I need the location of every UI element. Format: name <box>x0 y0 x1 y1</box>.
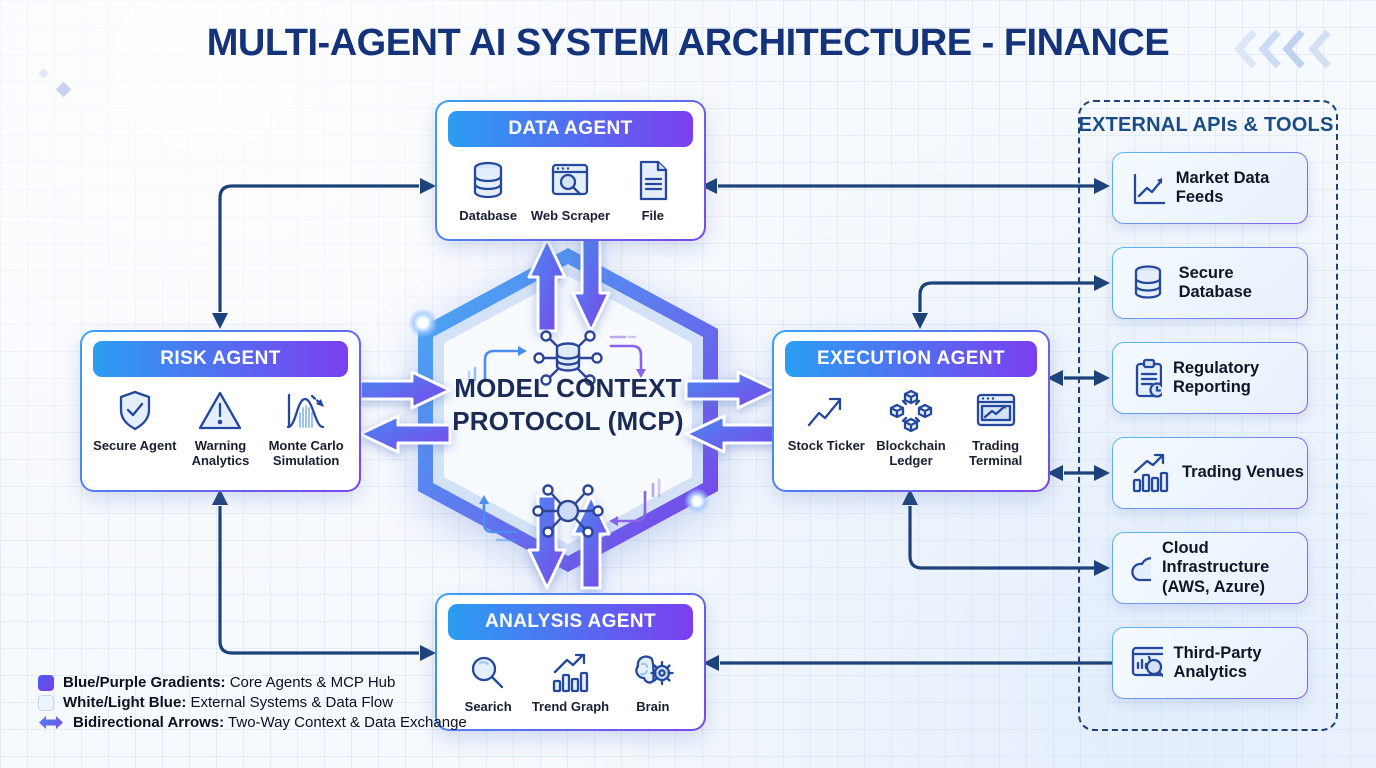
arrow-left-icon <box>684 414 778 454</box>
legend-text: Blue/Purple Gradients: Core Agents & MCP… <box>63 674 396 691</box>
analysis-agent-box: ANALYSIS AGENT Searich <box>435 593 706 731</box>
blockchain-icon <box>889 389 933 433</box>
legend-text: White/Light Blue: External Systems & Dat… <box>63 694 394 711</box>
risk-agent-item: Warning Analytics <box>178 387 263 469</box>
trading-terminal-icon <box>976 393 1015 427</box>
external-card-third-party-analytics: Third-Party Analytics <box>1112 627 1308 699</box>
risk-agent-item: Secure Agent <box>92 387 177 454</box>
data-agent-header: DATA AGENT <box>448 111 693 147</box>
data-agent-item: Web Scraper <box>530 157 612 224</box>
chevron-decoration-icon <box>1234 29 1331 69</box>
bell-curve-icon <box>286 393 325 429</box>
trading-venues-icon <box>1132 453 1169 493</box>
arrow-right-icon <box>358 370 452 410</box>
mcp-hexagon <box>418 248 718 572</box>
database-icon <box>474 161 503 199</box>
warning-triangle-icon <box>199 391 242 430</box>
execution-agent-header: EXECUTION AGENT <box>785 341 1037 377</box>
analysis-agent-item: Trend Graph <box>530 650 612 715</box>
analysis-agent-item: Brain <box>612 650 694 715</box>
analysis-agent-header: ANALYSIS AGENT <box>448 604 693 640</box>
risk-agent-box: RISK AGENT Secure Agent Warning Analytic… <box>80 330 361 492</box>
white-light-blue-swatch <box>38 694 54 711</box>
arrow-left-icon <box>358 414 452 454</box>
execution-agent-item: Trading Terminal <box>954 387 1038 469</box>
mcp-hub-title: MODEL CONTEXT PROTOCOL (MCP) <box>452 373 684 436</box>
bidirectional-arrow-icon <box>39 716 63 729</box>
external-card-market-data: Market Data Feeds <box>1112 152 1308 224</box>
execution-agent-box: EXECUTION AGENT Stock Ticker <box>772 330 1050 492</box>
mcp-context-flow-bottom-icon <box>479 478 661 542</box>
brain-gear-icon <box>635 655 674 686</box>
risk-agent-header: RISK AGENT <box>93 341 348 377</box>
execution-agent-item: Blockchain Ledger <box>869 387 953 469</box>
glow-decoration <box>684 488 710 514</box>
trend-graph-icon <box>553 653 589 693</box>
arrow-down-icon <box>571 237 611 333</box>
arrow-down-icon <box>527 494 567 590</box>
legend-text: Bidirectional Arrows: Two-Way Context & … <box>73 714 467 731</box>
legend-row-gradients: Blue/Purple Gradients: Core Agents & MCP… <box>38 674 467 691</box>
external-card-cloud-infrastructure: Cloud Infrastructure (AWS, Azure) <box>1112 532 1308 604</box>
web-scraper-icon <box>552 163 589 196</box>
blue-purple-gradient-swatch <box>38 674 54 691</box>
legend: Blue/Purple Gradients: Core Agents & MCP… <box>38 674 467 731</box>
file-icon <box>639 160 667 201</box>
legend-row-arrows: Bidirectional Arrows: Two-Way Context & … <box>38 714 467 731</box>
execution-agent-item: Stock Ticker <box>784 387 868 454</box>
page-title: MULTI-AGENT AI SYSTEM ARCHITECTURE - FIN… <box>206 22 1170 64</box>
secure-database-icon <box>1134 265 1162 299</box>
external-card-trading-venues: Trading Venues <box>1112 437 1308 509</box>
external-card-regulatory-reporting: Regulatory Reporting <box>1112 342 1308 414</box>
data-agent-box: DATA AGENT Database Web Scraper <box>435 100 706 241</box>
glow-decoration <box>408 308 438 338</box>
regulatory-reporting-icon <box>1135 358 1162 398</box>
search-icon <box>472 656 504 689</box>
external-card-secure-database: Secure Database <box>1112 247 1308 319</box>
cloud-icon <box>1131 557 1151 582</box>
arrow-up-icon <box>571 494 611 590</box>
external-apis-panel <box>1078 100 1338 731</box>
mcp-context-flow-top-icon <box>467 330 646 386</box>
data-agent-item: File <box>612 157 694 224</box>
market-data-icon <box>1133 173 1165 205</box>
external-apis-title: EXTERNAL APIs & TOOLS <box>1078 114 1334 136</box>
analysis-agent-item: Searich <box>447 650 529 715</box>
shield-check-icon <box>119 390 150 431</box>
third-party-analytics-icon <box>1131 646 1163 678</box>
data-agent-item: Database <box>447 157 529 224</box>
legend-row-light: White/Light Blue: External Systems & Dat… <box>38 694 467 711</box>
stock-ticker-icon <box>808 397 842 427</box>
arrow-right-icon <box>684 370 778 410</box>
risk-agent-item: Monte Carlo Simulation <box>264 387 349 469</box>
